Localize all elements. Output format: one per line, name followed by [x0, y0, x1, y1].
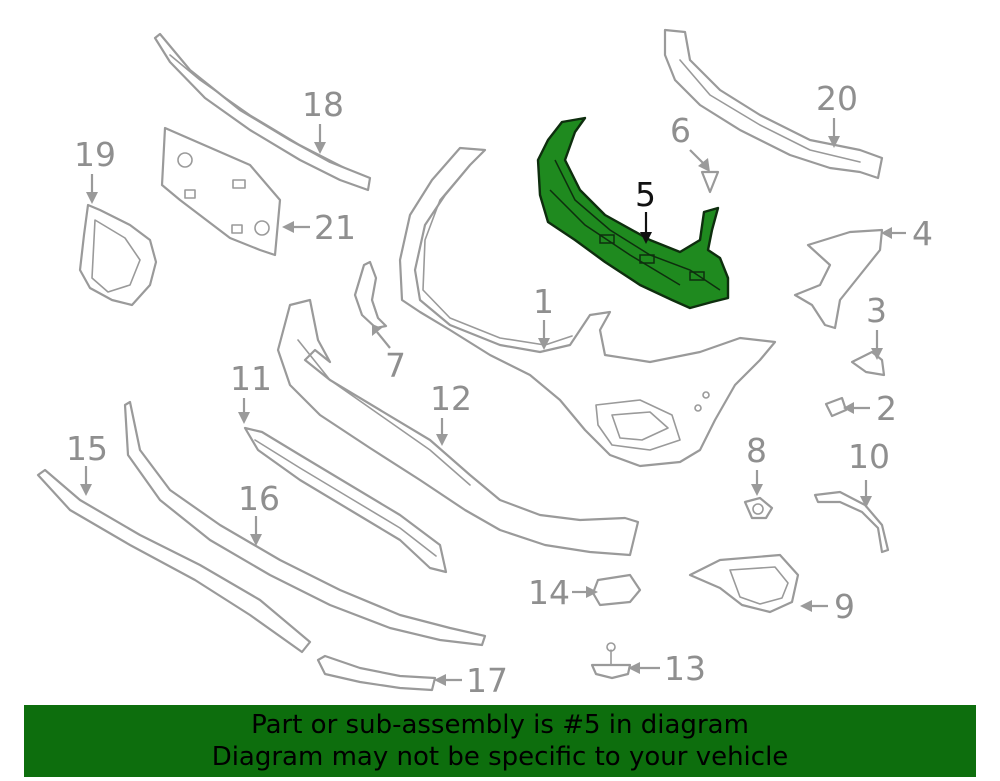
banner-line-2: Diagram may not be specific to your vehi… [211, 742, 789, 772]
part-8[interactable] [743, 496, 774, 520]
callout-4-label: 4 [912, 214, 933, 253]
callout-9-label: 9 [834, 587, 855, 626]
part-21[interactable] [160, 126, 282, 257]
callout-7: 7 [372, 324, 406, 385]
part-14[interactable] [591, 573, 642, 607]
callout-19: 19 [74, 135, 116, 204]
part-7[interactable] [353, 260, 388, 330]
part-17[interactable] [316, 654, 437, 692]
callout-10-label: 10 [848, 437, 890, 476]
callout-21: 21 [282, 208, 356, 247]
callout-2-label: 2 [876, 389, 897, 428]
callout-20-label: 20 [816, 79, 858, 118]
callout-10: 10 [848, 437, 890, 508]
callout-16-label: 16 [238, 479, 280, 518]
part-10[interactable] [813, 490, 890, 554]
banner-line-1: Part or sub-assembly is #5 in diagram [251, 710, 749, 740]
info-banner: Part or sub-assembly is #5 in diagram Di… [24, 705, 976, 777]
callout-3-label: 3 [866, 291, 887, 330]
callout-17-label: 17 [466, 661, 508, 700]
callout-19-label: 19 [74, 135, 116, 174]
callout-2: 2 [843, 389, 897, 428]
callout-1-label: 1 [533, 282, 554, 321]
part-6[interactable] [700, 170, 720, 194]
callout-8: 8 [746, 431, 767, 496]
callout-21-label: 21 [314, 208, 356, 247]
callout-4: 4 [881, 214, 933, 253]
callout-6-label: 6 [670, 111, 691, 150]
part-1[interactable] [398, 146, 777, 468]
callout-14: 14 [528, 573, 598, 612]
callout-6: 6 [670, 111, 710, 172]
part-16[interactable] [123, 400, 487, 647]
part-9[interactable] [688, 553, 800, 614]
callout-13-label: 13 [664, 649, 706, 688]
callout-12-label: 12 [430, 379, 472, 418]
part-12[interactable] [276, 298, 640, 557]
callout-12: 12 [430, 379, 472, 446]
callout-15-label: 15 [66, 429, 108, 468]
callout-16: 16 [238, 479, 280, 546]
part-4[interactable] [793, 228, 884, 330]
part-15[interactable] [36, 468, 312, 654]
callout-3: 3 [866, 291, 887, 360]
callout-5-label: 5 [635, 175, 656, 214]
part-11[interactable] [243, 426, 448, 574]
callout-17: 17 [434, 661, 508, 700]
part-20[interactable] [663, 28, 884, 180]
callout-15: 15 [66, 429, 108, 496]
part-18[interactable] [153, 32, 372, 192]
callout-13: 13 [628, 649, 706, 688]
part-2[interactable] [824, 396, 848, 418]
callout-9: 9 [800, 587, 855, 626]
callout-7-label: 7 [385, 346, 406, 385]
part-19[interactable] [78, 203, 158, 307]
callout-11-label: 11 [230, 359, 272, 398]
callout-5: 5 [635, 175, 656, 244]
part-5-highlighted[interactable] [536, 116, 730, 310]
callout-18-label: 18 [302, 85, 344, 124]
callout-11: 11 [230, 359, 272, 424]
callout-14-label: 14 [528, 573, 570, 612]
callout-20: 20 [816, 79, 858, 148]
callout-18: 18 [302, 85, 344, 154]
callout-1: 1 [533, 282, 554, 350]
callout-8-label: 8 [746, 431, 767, 470]
part-13[interactable] [590, 642, 632, 680]
